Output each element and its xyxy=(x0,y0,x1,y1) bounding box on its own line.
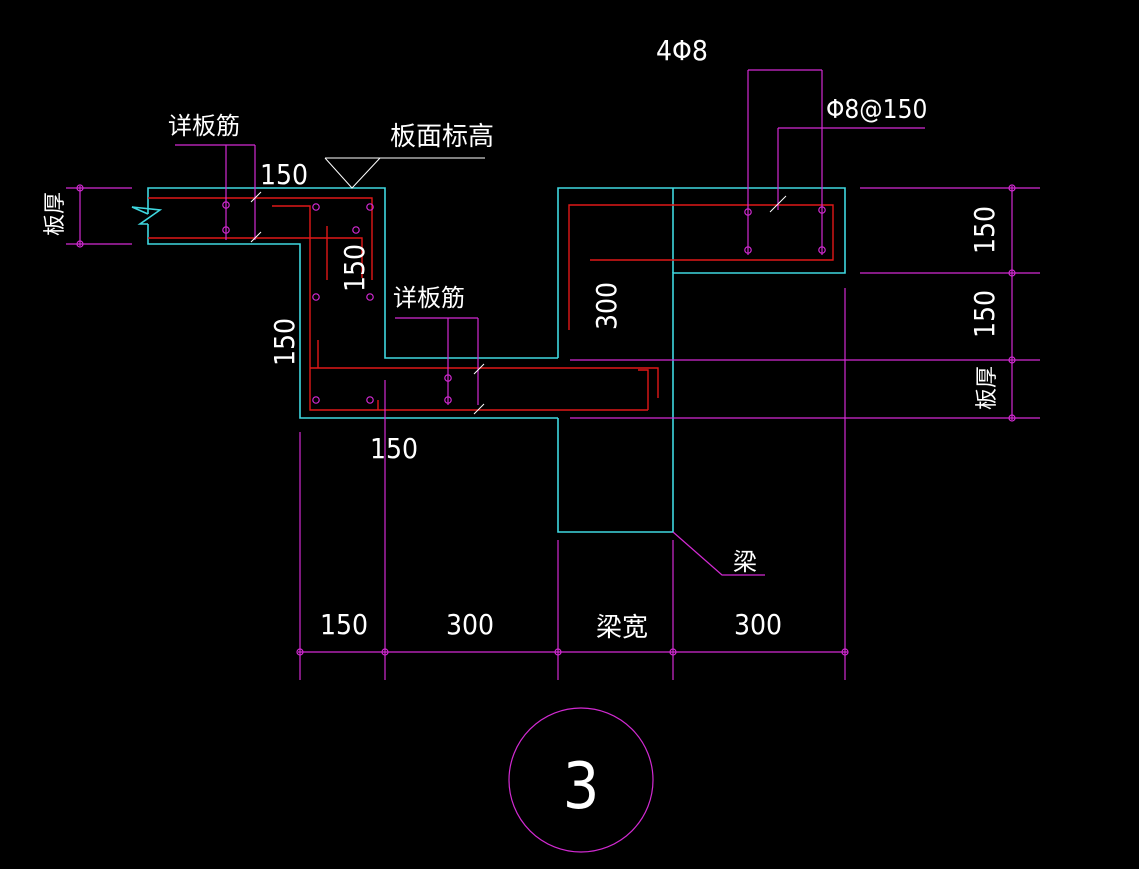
see-slab-rebar-label-mid: 详板筋 xyxy=(393,284,465,312)
rebar-bars xyxy=(222,201,826,404)
dim-left-vertical-150: 150 xyxy=(268,318,301,366)
see-slab-rebar-label-top: 详板筋 xyxy=(168,112,240,140)
longitudinal-bars-label: 4Φ8 xyxy=(656,34,708,67)
slab-top-elevation-label: 板面标高 xyxy=(390,122,494,152)
leader-lines xyxy=(66,69,1040,853)
beam-label: 梁 xyxy=(733,548,757,576)
dim-right-vertical-150-top: 150 xyxy=(968,206,1001,254)
section-number: 3 xyxy=(563,750,600,824)
dim-step-vertical-150: 150 xyxy=(338,244,371,292)
slab-thickness-label-right: 板厚 xyxy=(975,366,1000,410)
dim-bottom-horizontal-150: 150 xyxy=(370,432,418,465)
dim-top-left-150: 150 xyxy=(260,158,308,191)
text-labels: 板厚 详板筋 150 板面标高 150 详板筋 150 150 300 4Φ8 … xyxy=(43,34,1001,824)
dim-bottom-300-b: 300 xyxy=(734,608,782,641)
rebar-lines xyxy=(148,197,834,411)
dim-bottom-300-a: 300 xyxy=(446,608,494,641)
dim-beam-vertical-300: 300 xyxy=(590,282,623,330)
stirrups-label: Φ8@150 xyxy=(826,95,927,125)
slab-thickness-label-left: 板厚 xyxy=(43,192,68,236)
dim-bottom-150: 150 xyxy=(320,608,368,641)
beam-width-label: 梁宽 xyxy=(596,613,648,643)
dim-right-vertical-150-mid: 150 xyxy=(968,290,1001,338)
